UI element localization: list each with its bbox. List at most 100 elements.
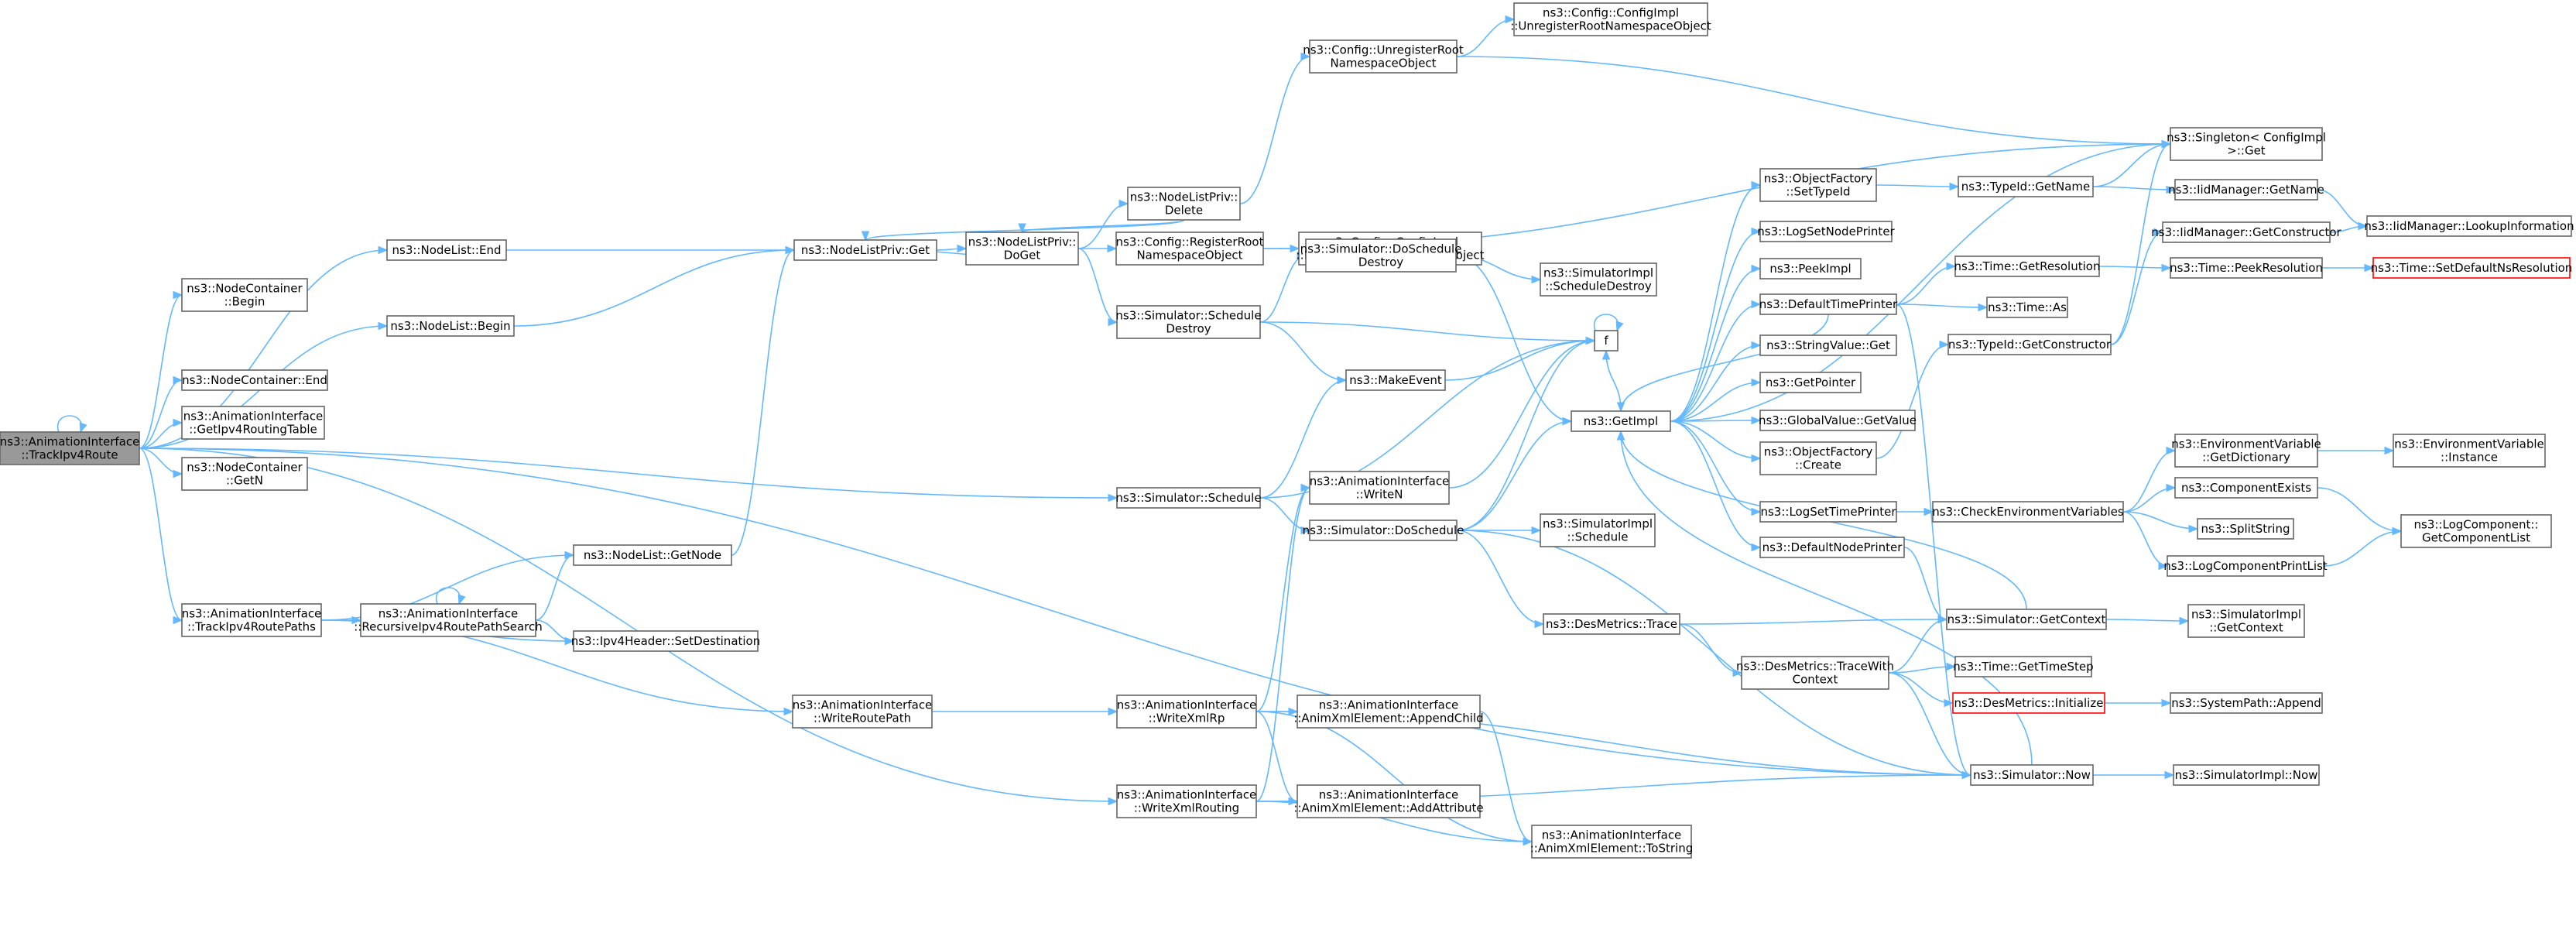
node-envvar-getdict[interactable]: ns3::EnvironmentVariable::GetDictionary xyxy=(2171,434,2321,468)
edge-getimpl-to-stringvalue-get xyxy=(1670,341,1762,422)
node-defaulttimeprinter[interactable]: ns3::DefaultTimePrinter xyxy=(1759,293,1898,315)
node-systempath-append[interactable]: ns3::SystemPath::Append xyxy=(2170,692,2323,714)
edge-of-settypeid-to-typeid-getname xyxy=(1875,182,1960,191)
node-label: ns3::ObjectFactory xyxy=(1764,172,1873,186)
node-globalvalue-getvalue[interactable]: ns3::GlobalValue::GetValue xyxy=(1759,410,1917,431)
node-ai-writeroutepath[interactable]: ns3::AnimationInterface::WriteRoutePath xyxy=(792,694,933,729)
node-singleton-get[interactable]: ns3::Singleton< ConfigImpl >::Get xyxy=(2167,127,2326,161)
node-cfgimpl-unreg[interactable]: ns3::Config::ConfigImpl::UnregisterRootN… xyxy=(1510,2,1711,36)
node-time-gettimestep[interactable]: ns3::Time::GetTimeStep xyxy=(1953,656,2094,677)
node-stringvalue-get[interactable]: ns3::StringValue::Get xyxy=(1759,334,1897,356)
node-logcomponent-getlist[interactable]: ns3::LogComponent::GetComponentList xyxy=(2400,514,2552,548)
node-label: ns3::TypeId::GetConstructor xyxy=(1948,338,2112,352)
node-time-as[interactable]: ns3::Time::As xyxy=(1986,297,2068,318)
node-simimpl-schedestroy[interactable]: ns3::SimulatorImpl::ScheduleDestroy xyxy=(1540,262,1657,297)
node-cfg-unregroot[interactable]: ns3::Config::UnregisterRootNamespaceObje… xyxy=(1303,39,1464,74)
node-nlp-delete[interactable]: ns3::NodeListPriv::Delete xyxy=(1127,187,1241,221)
node-root[interactable]: ns3::AnimationInterface::TrackIpv4Route xyxy=(0,431,140,465)
node-box xyxy=(1759,501,1897,523)
node-iidm-getconstructor[interactable]: ns3::IidManager::GetConstructor xyxy=(2151,221,2342,243)
edge-sim-doschedule-to-sim-now xyxy=(1456,530,1972,780)
node-peekimpl[interactable]: ns3::PeekImpl xyxy=(1759,258,1862,280)
node-typeid-getname[interactable]: ns3::TypeId::GetName xyxy=(1958,176,2094,197)
node-ai-trackpaths[interactable]: ns3::AnimationInterface::TrackIpv4RouteP… xyxy=(181,603,322,637)
node-label: ns3::Simulator::Schedule xyxy=(1115,309,1261,323)
edge-iidm-getconstructor-to-iidm-lookupinfo xyxy=(2329,221,2369,233)
edge-checkenv-to-envvar-getdict xyxy=(2122,446,2177,513)
node-ai-tostring[interactable]: ns3::AnimationInterface::AnimXmlElement:… xyxy=(1530,825,1693,859)
node-label: ::TrackIpv4Route xyxy=(21,448,118,462)
node-logcomponentprintlist[interactable]: ns3::LogComponentPrintList xyxy=(2163,555,2328,577)
edge-getimpl-to-of-settypeid xyxy=(1670,180,1762,422)
node-label: ::AnimXmlElement::AddAttribute xyxy=(1293,801,1483,815)
node-nodelist-getnode[interactable]: ns3::NodeList::GetNode xyxy=(573,544,732,566)
node-simimpl-now[interactable]: ns3::SimulatorImpl::Now xyxy=(2173,764,2320,786)
node-checkenv[interactable]: ns3::CheckEnvironmentVariables xyxy=(1932,501,2124,523)
node-sim-now[interactable]: ns3::Simulator::Now xyxy=(1970,764,2094,786)
node-simimpl-getcontext[interactable]: ns3::SimulatorImpl::GetContext xyxy=(2187,604,2305,638)
node-box xyxy=(1954,656,2092,677)
node-nlp-doget[interactable]: ns3::NodeListPriv::DoGet xyxy=(965,232,1079,266)
node-box xyxy=(573,630,759,652)
node-nlp-get[interactable]: ns3::NodeListPriv::Get xyxy=(793,239,937,261)
node-box xyxy=(1116,305,1261,339)
node-componentexists[interactable]: ns3::ComponentExists xyxy=(2174,477,2318,499)
node-of-create[interactable]: ns3::ObjectFactory::Create xyxy=(1759,441,1877,475)
node-time-getresolution[interactable]: ns3::Time::GetResolution xyxy=(1954,256,2101,277)
node-logsettimeprinter[interactable]: ns3::LogSetTimePrinter xyxy=(1759,501,1897,523)
node-iidm-getname[interactable]: ns3::IidManager::GetName xyxy=(2168,179,2324,201)
node-nodelist-begin[interactable]: ns3::NodeList::Begin xyxy=(386,315,515,337)
node-nc-end[interactable]: ns3::NodeContainer::End xyxy=(181,369,328,391)
node-box xyxy=(1759,372,1862,393)
edge-getimpl-to-of-create xyxy=(1670,420,1762,463)
node-sim-doschedule[interactable]: ns3::Simulator::DoSchedule xyxy=(1303,520,1464,541)
node-ai-writexmlrouting[interactable]: ns3::AnimationInterface::WriteXmlRouting xyxy=(1116,784,1257,818)
edge-cfg-unregroot-to-singleton-get xyxy=(1456,56,2172,149)
node-box xyxy=(360,603,536,637)
node-defaultnodeprinter[interactable]: ns3::DefaultNodePrinter xyxy=(1759,537,1905,558)
node-iidm-lookupinfo[interactable]: ns3::IidManager::LookupInformation xyxy=(2364,215,2574,237)
node-splitstring[interactable]: ns3::SplitString xyxy=(2197,518,2294,540)
node-box xyxy=(1759,258,1862,280)
node-sim-schedule[interactable]: ns3::Simulator::Schedule xyxy=(1115,487,1262,509)
edge-checkenv-to-splitstring xyxy=(2122,511,2199,533)
node-time-peekresolution[interactable]: ns3::Time::PeekResolution xyxy=(2170,257,2323,279)
node-box xyxy=(1952,692,2105,714)
node-box xyxy=(2187,604,2305,638)
node-label: ::Create xyxy=(1795,458,1841,472)
node-desm-initialize[interactable]: ns3::DesMetrics::Initialize xyxy=(1952,692,2105,714)
node-box xyxy=(1531,825,1692,859)
node-sim-getcontext[interactable]: ns3::Simulator::GetContext xyxy=(1946,609,2107,630)
node-ai-recursive[interactable]: ns3::AnimationInterface::RecursiveIpv4Ro… xyxy=(354,603,543,637)
node-box xyxy=(1127,187,1241,221)
node-typeid-getconstructor[interactable]: ns3::TypeId::GetConstructor xyxy=(1947,334,2112,355)
node-getpointer[interactable]: ns3::GetPointer xyxy=(1759,372,1862,393)
edge-nodelist-getnode-to-nlp-get xyxy=(731,245,796,556)
node-ai-getrt[interactable]: ns3::AnimationInterface::GetIpv4RoutingT… xyxy=(181,406,325,440)
node-label: ns3::Config::UnregisterRoot xyxy=(1303,43,1464,57)
node-desm-trace[interactable]: ns3::DesMetrics::Trace xyxy=(1543,613,1680,635)
node-of-settypeid[interactable]: ns3::ObjectFactory::SetTypeId xyxy=(1759,168,1877,202)
node-ipv4-setdest[interactable]: ns3::Ipv4Header::SetDestination xyxy=(571,630,761,652)
node-getimpl[interactable]: ns3::GetImpl xyxy=(1571,410,1671,432)
node-simimpl-schedule[interactable]: ns3::SimulatorImpl::Schedule xyxy=(1540,513,1656,547)
node-time-setdefaultns[interactable]: ns3::Time::SetDefaultNsResolution xyxy=(2371,257,2573,279)
node-makeevent[interactable]: ns3::MakeEvent xyxy=(1345,369,1446,391)
node-box xyxy=(2173,764,2320,786)
node-nc-getn[interactable]: ns3::NodeContainer::GetN xyxy=(181,457,308,491)
node-nc-begin[interactable]: ns3::NodeContainer::Begin xyxy=(181,278,308,312)
node-ai-addattr[interactable]: ns3::AnimationInterface::AnimXmlElement:… xyxy=(1293,784,1484,818)
node-logsetnodeprinter[interactable]: ns3::LogSetNodePrinter xyxy=(1757,221,1896,242)
node-sim-schedestroy[interactable]: ns3::Simulator::ScheduleDestroy xyxy=(1115,305,1262,339)
node-ai-writen[interactable]: ns3::AnimationInterface::WriteN xyxy=(1309,471,1450,505)
node-envvar-instance[interactable]: ns3::EnvironmentVariable::Instance xyxy=(2393,434,2546,468)
node-f[interactable]: f xyxy=(1594,330,1619,352)
node-label: ns3::SimulatorImpl xyxy=(2191,608,2301,622)
node-ai-writexmlrp[interactable]: ns3::AnimationInterface::WriteXmlRp xyxy=(1116,694,1257,729)
node-ai-appendchild[interactable]: ns3::AnimationInterface::AnimXmlElement:… xyxy=(1293,694,1484,729)
edge-ai-recursive-to-ipv4-setdest xyxy=(535,619,575,646)
node-nodelist-end[interactable]: ns3::NodeList::End xyxy=(386,239,507,261)
